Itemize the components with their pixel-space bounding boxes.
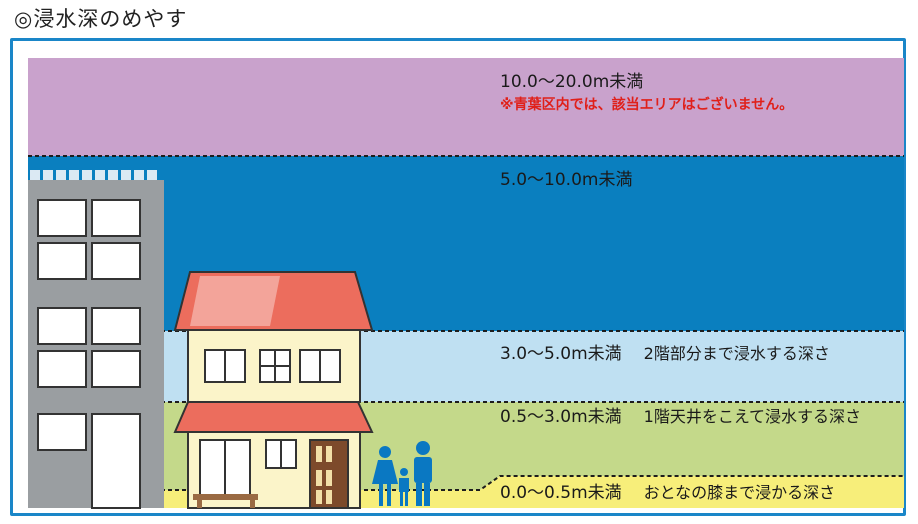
depth-description: 1階天井をこえて浸水する深さ xyxy=(643,407,862,426)
depth-range: 10.0～20.0m未満 xyxy=(500,72,644,92)
level-label-10-20m: 10.0～20.0m未満 xyxy=(500,71,643,93)
depth-description: おとなの膝まで浸かる深さ xyxy=(643,483,836,502)
band-3-5m xyxy=(28,331,904,402)
page-title: ◎浸水深のめやす xyxy=(14,7,188,31)
depth-range: 0.0～0.5m未満 xyxy=(500,483,622,503)
people-icon xyxy=(372,441,432,506)
band-10-20m xyxy=(28,58,904,156)
depth-range: 3.0～5.0m未満 xyxy=(500,344,622,364)
level-label-0-0.5m: 0.0～0.5m未満 おとなの膝まで浸かる深さ xyxy=(500,482,835,504)
band-5-10m xyxy=(28,156,904,331)
depth-description: 2階部分まで浸水する深さ xyxy=(643,344,830,363)
depth-range: 0.5～3.0m未満 xyxy=(500,407,622,427)
level-label-0.5-3m: 0.5～3.0m未満 1階天井をこえて浸水する深さ xyxy=(500,406,861,428)
house xyxy=(173,271,374,509)
apartment-building xyxy=(28,170,164,509)
level-label-3-5m: 3.0～5.0m未満 2階部分まで浸水する深さ xyxy=(500,343,830,365)
level-label-5-10m: 5.0～10.0m未満 xyxy=(500,169,632,191)
depth-range: 5.0～10.0m未満 xyxy=(500,170,633,190)
no-area-note: ※青葉区内では、該当エリアはございません。 xyxy=(500,97,794,113)
